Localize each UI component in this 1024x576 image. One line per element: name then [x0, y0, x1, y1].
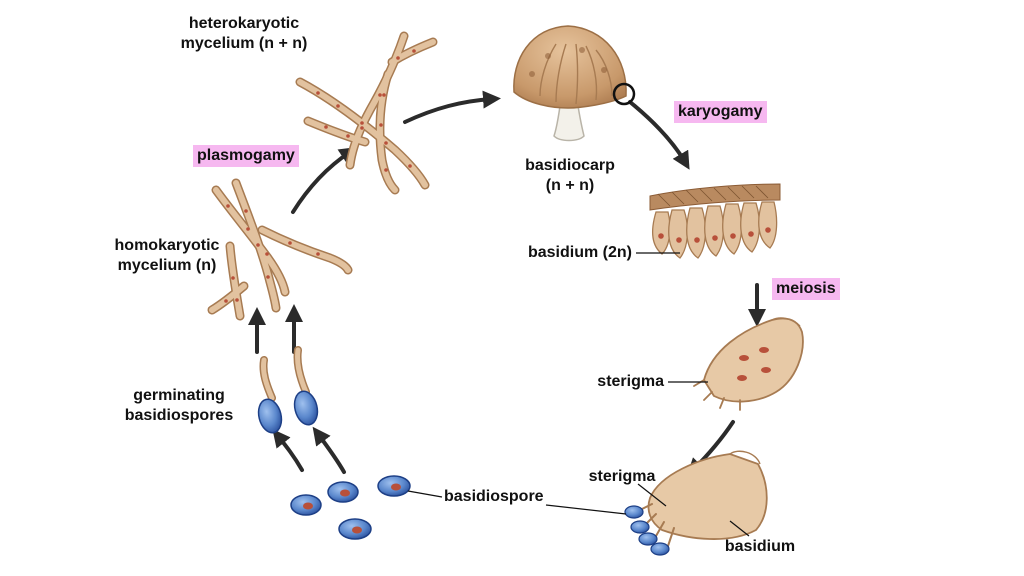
basidium-2n-label: basidium (2n): [527, 244, 632, 261]
basidium-meiosis-icon: [693, 317, 804, 411]
germinating-spore-icon: [257, 346, 319, 434]
arrow-hetero-to-basidiocarp: [403, 90, 501, 124]
leader-lines: [407, 252, 750, 537]
germinating-line2: basidiospores: [124, 407, 234, 424]
karyogamy-highlight: karyogamy: [674, 101, 767, 123]
basidiospore-label: basidiospore: [444, 488, 544, 505]
basidiocarp-label: basidiocarp (n + n): [500, 156, 640, 196]
detail-magnifier-circle: [612, 82, 636, 106]
meiosis-highlight: meiosis: [772, 278, 840, 300]
basidium-label: basidium: [724, 538, 796, 555]
heterokaryotic-line2: mycelium (n + n): [180, 35, 308, 52]
germinating-basidiospores-label: germinating basidiospores: [104, 386, 254, 426]
heterokaryotic-line1: heterokaryotic: [188, 15, 300, 32]
mushroom-icon: [513, 25, 636, 142]
plasmogamy-highlight: plasmogamy: [193, 145, 299, 167]
homokaryotic-mycelium-label: homokaryotic mycelium (n): [92, 236, 242, 276]
arrow-spore-left: [272, 428, 304, 472]
heterokaryotic-mycelium-hypha-icon: [295, 31, 438, 195]
germinating-line1: germinating: [133, 387, 225, 404]
heterokaryotic-mycelium-label: heterokaryotic mycelium (n + n): [164, 14, 324, 54]
arrow-plasmogamy: [291, 147, 358, 214]
homokaryotic-mycelium-hypha-icon: [207, 178, 353, 321]
cycle-arrow-icon: [248, 90, 766, 477]
arrow-spore-right: [312, 426, 346, 474]
basidiocarp-line1: basidiocarp: [525, 157, 615, 174]
homokaryotic-line2: mycelium (n): [117, 257, 217, 274]
basidium-mature-icon: [624, 450, 768, 556]
sterigma-label-bottom: sterigma: [588, 468, 656, 485]
basidium-layer-icon: [649, 183, 781, 259]
homokaryotic-line1: homokaryotic: [114, 237, 220, 254]
arrow-karyogamy: [628, 100, 690, 170]
sterigma-label-middle: sterigma: [597, 373, 664, 390]
spore-icon: [290, 475, 411, 540]
basidiocarp-line2: (n + n): [545, 177, 595, 194]
